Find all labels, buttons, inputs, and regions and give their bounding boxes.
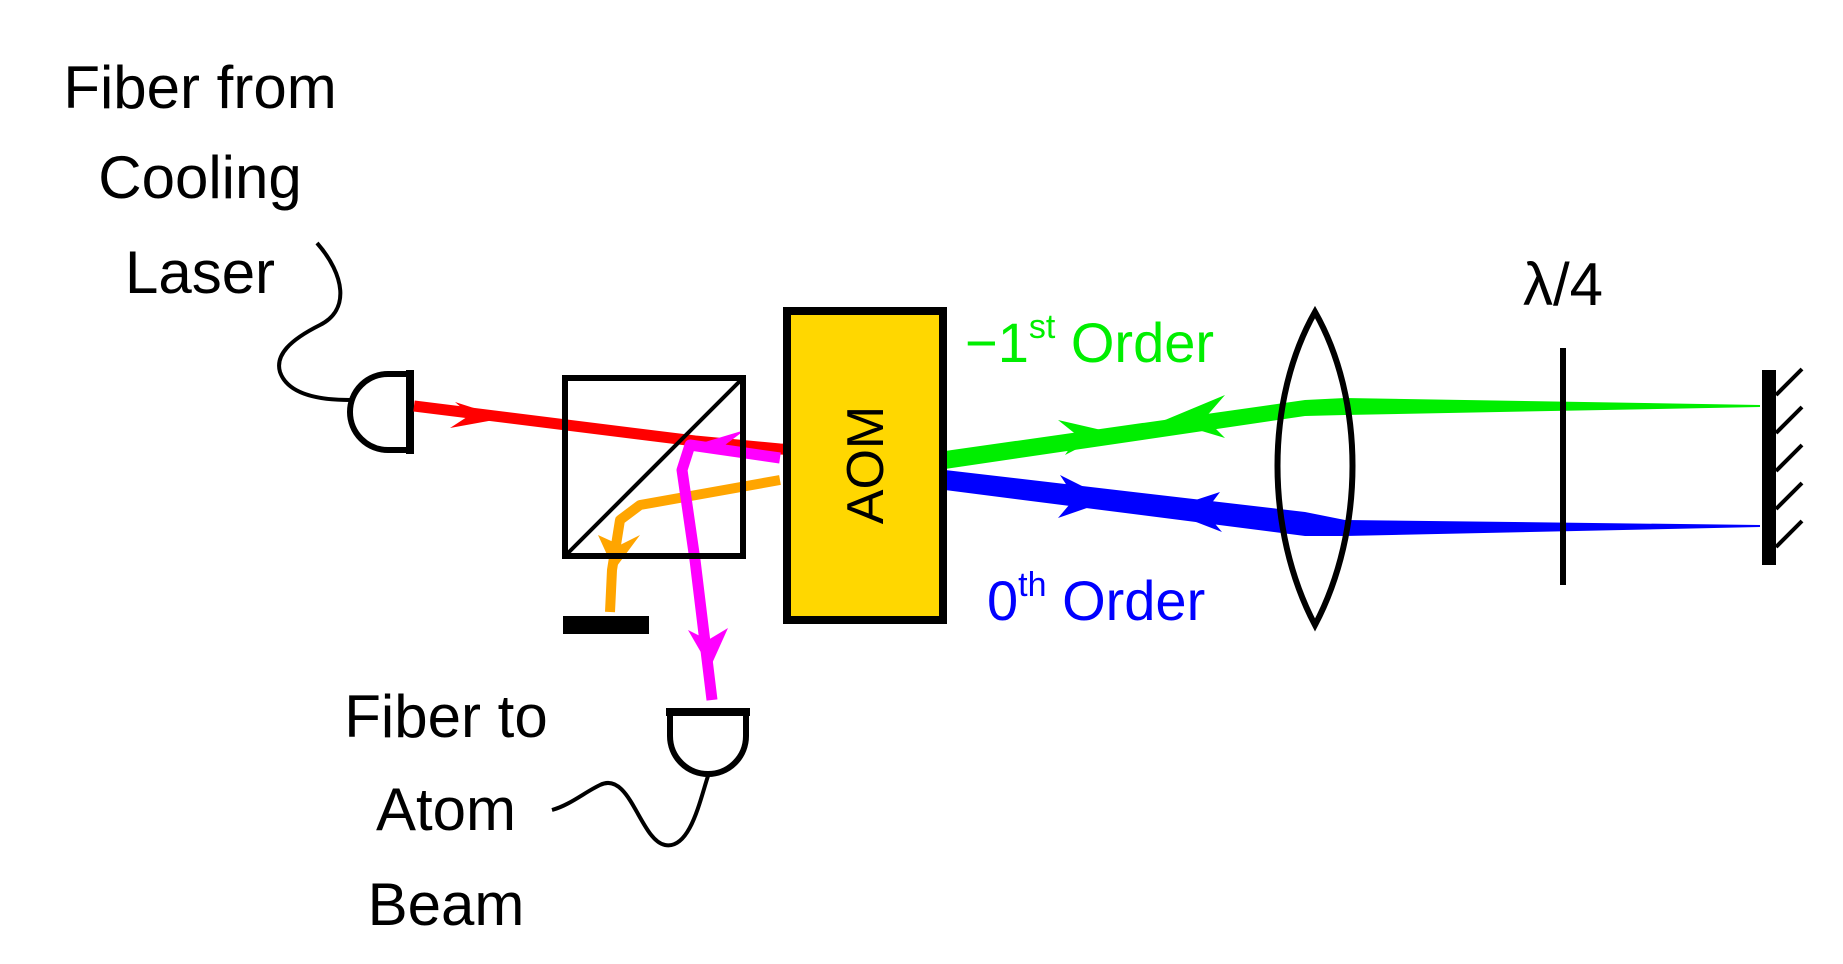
fiber-out-line-2: Atom: [376, 776, 516, 843]
input-fiber-cable: [277, 241, 351, 402]
fiber-in-line-2: Cooling: [98, 144, 301, 211]
output-fiber: [551, 708, 750, 848]
fiber-in-label: Fiber from Cooling Laser: [63, 54, 336, 306]
first-order-arrow-out: [1058, 420, 1110, 455]
output-fiber-cable: [551, 775, 710, 848]
beam-splitter-diagonal: [566, 379, 742, 555]
fiber-out-line-1: Fiber to: [344, 683, 547, 750]
fiber-in-line-3: Laser: [125, 239, 275, 306]
beam-dump: [563, 616, 649, 634]
input-beam-arrow: [450, 402, 505, 428]
rejected-beam-arrow: [598, 535, 640, 570]
beam-splitter-cube: [562, 375, 746, 559]
input-fiber: [277, 241, 414, 454]
output-beam: [676, 430, 781, 701]
zeroth-order-beam: [945, 470, 1760, 536]
retro-mirror: [1762, 367, 1804, 565]
aom-label: AOM: [837, 406, 895, 524]
output-beam-arrow-top: [695, 430, 745, 455]
first-order-beam: [945, 395, 1760, 469]
fiber-in-line-1: Fiber from: [63, 54, 336, 121]
output-fiber-coupler: [667, 712, 749, 777]
fiber-out-line-3: Beam: [368, 871, 525, 938]
fiber-out-label: Fiber to Atom Beam: [344, 683, 547, 938]
zeroth-order-arrow-out: [1058, 475, 1110, 518]
first-order-label: −1st Order: [965, 308, 1214, 374]
zeroth-order-label: 0th Order: [987, 566, 1205, 632]
input-fiber-coupler: [347, 371, 410, 453]
first-order-arrow-back: [1165, 395, 1225, 438]
lens: [1274, 305, 1356, 632]
aom-box: AOM: [783, 307, 947, 624]
waveplate-label: λ/4: [1523, 251, 1603, 318]
zeroth-order-arrow-back: [1165, 492, 1222, 532]
output-beam-arrow-bottom: [688, 628, 728, 668]
